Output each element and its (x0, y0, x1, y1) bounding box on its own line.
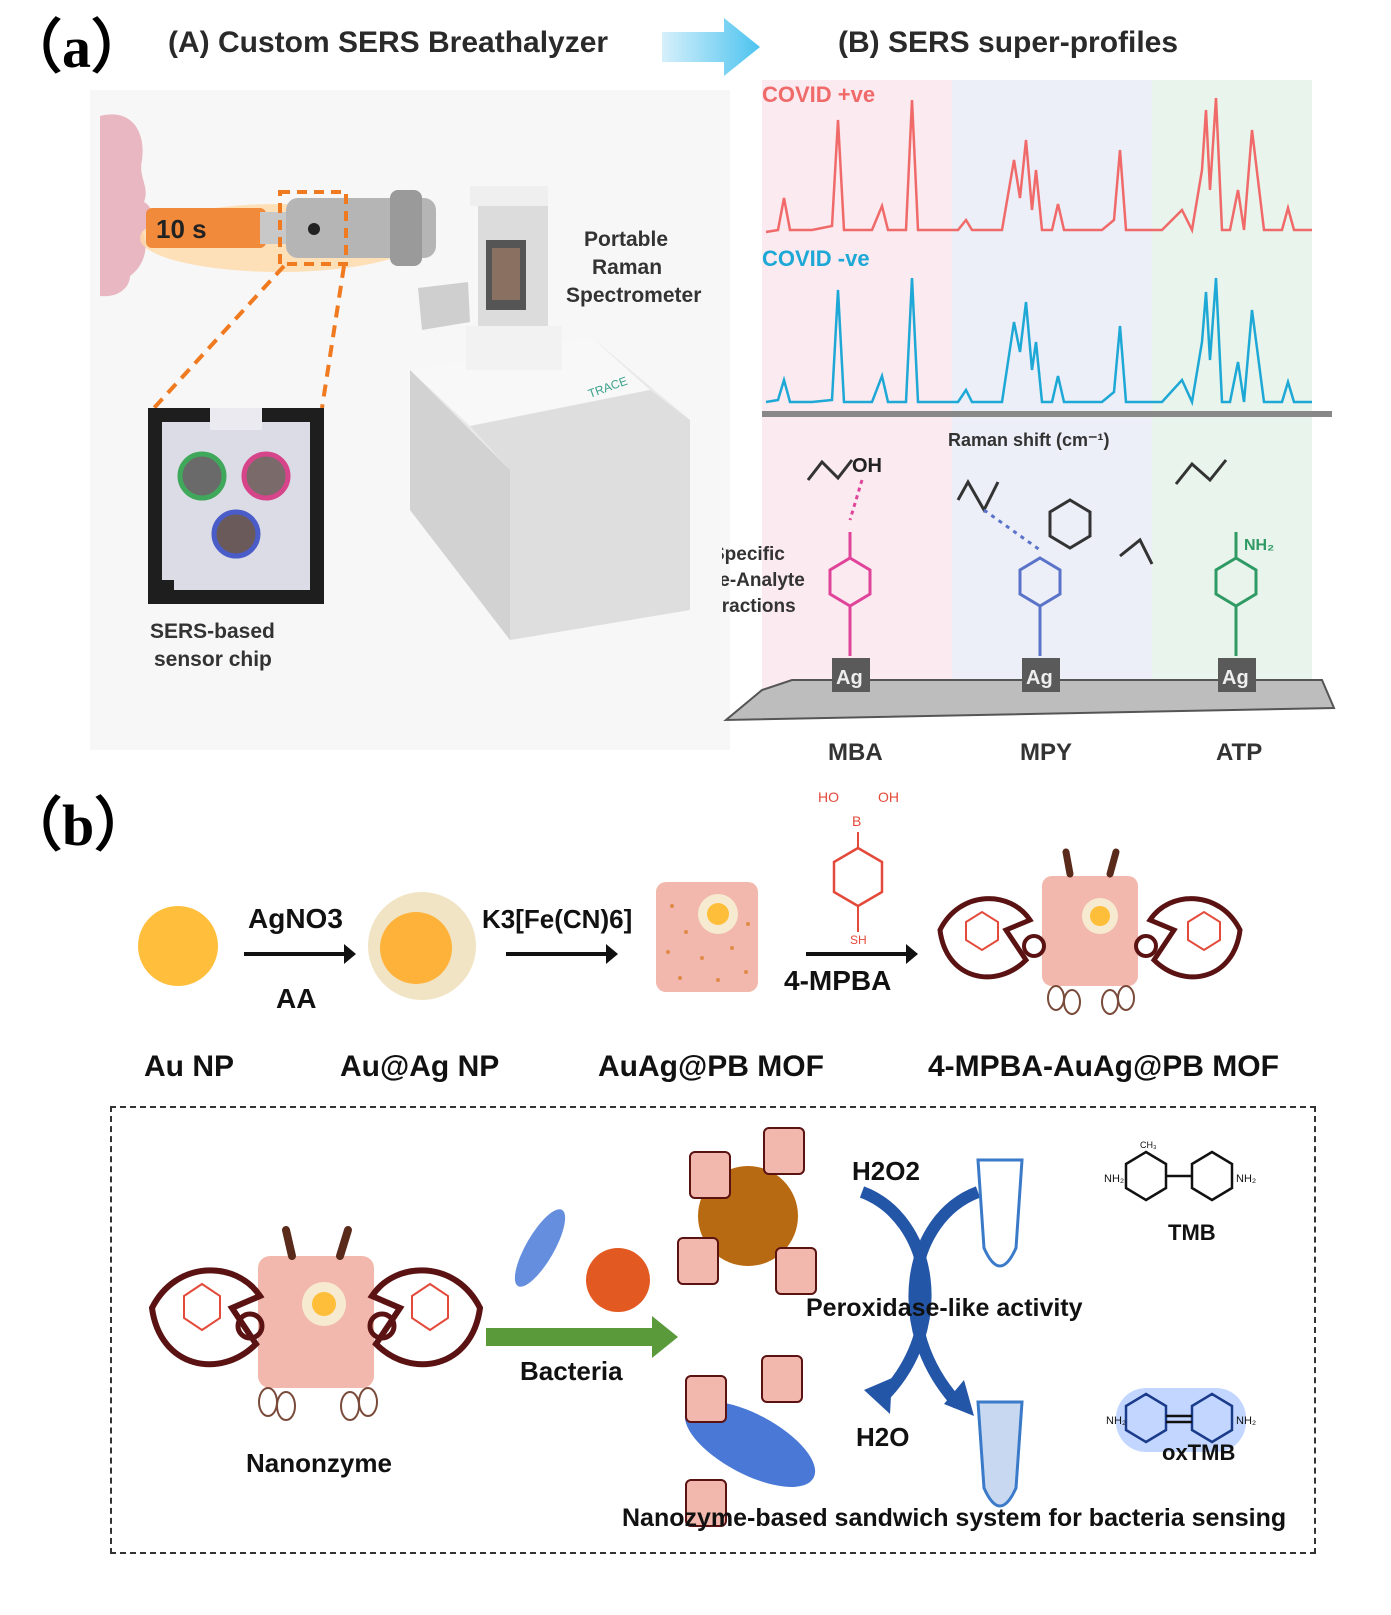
h2o-label: H2O (856, 1422, 909, 1452)
probe-mpy-label: MPY (1020, 739, 1072, 766)
stage-auag-pb-mof: AuAg@PB MOF (598, 1050, 824, 1083)
ag-label-mba: Ag (836, 667, 863, 689)
boronic-oh: OH (878, 789, 899, 805)
chip-label-1: SERS-based (150, 620, 275, 643)
step3-bottom-label: 4-MPBA (784, 965, 891, 996)
raman-axis-label: Raman shift (cm⁻¹) (948, 430, 1110, 450)
spectrometer-label-3: Spectrometer (566, 284, 701, 307)
breathalyzer-illustration: 10 s SERS-based sensor chip TRACE Portab… (90, 90, 730, 750)
peroxidase-label: Peroxidase-like activity (806, 1294, 1083, 1322)
tube-tmb (976, 1158, 1024, 1268)
tmb-nh2-right: NH₂ (1236, 1173, 1256, 1185)
chip-label-2: sensor chip (154, 648, 272, 671)
tmb-nh2-left: NH₂ (1104, 1173, 1124, 1185)
sensing-scheme: Nanonzyme Bacteria H2O2 H2O Peroxidase-l… (148, 1127, 1286, 1532)
tube-oxtmb (976, 1400, 1024, 1508)
spectrum-covid-positive (765, 97, 1312, 234)
sandwich-system-box (110, 1106, 1316, 1554)
au-np (138, 906, 218, 986)
spectrum-covid-negative (765, 277, 1312, 407)
breathalyzer-header: (A) Custom SERS Breathalyzer (168, 26, 609, 59)
covid-negative-label: COVID -ve (762, 246, 870, 271)
breath-time-label: 10 s (156, 214, 207, 244)
super-profiles-header: (B) SERS super-profiles (838, 26, 1179, 59)
interaction-label-2: Probe-Analyte (722, 570, 805, 591)
spectrometer-label-2: Raman (592, 256, 662, 279)
face-profile (100, 114, 152, 297)
stage-au-ag-np: Au@Ag NP (340, 1050, 499, 1083)
step2-top-label: K3[Fe(CN)6] (482, 904, 632, 934)
bacteria-label: Bacteria (520, 1356, 623, 1386)
thiol-sh: SH (850, 933, 867, 947)
system-caption: Nanozyme-based sandwich system for bacte… (622, 1504, 1286, 1532)
step1-bottom-label: AA (276, 983, 316, 1014)
ag-label-mpy: Ag (1026, 667, 1053, 689)
boronic-ho: HO (818, 789, 839, 805)
mpba-nanozyme-icon (937, 848, 1243, 1015)
h2o2-label: H2O2 (852, 1156, 920, 1186)
oxtmb-label: oxTMB (1162, 1440, 1235, 1465)
probe-mba-label: MBA (828, 739, 883, 766)
oh-label: OH (852, 455, 882, 477)
sers-profiles: COVID +ve COVID -ve Raman shift (cm⁻¹) O… (722, 80, 1336, 766)
nh2-label: NH₂ (1244, 537, 1274, 554)
panel-b-label: （b） (4, 793, 153, 858)
raman-spectrometer: TRACE (410, 186, 690, 640)
bacterium-icon (514, 1209, 566, 1287)
nanozyme-label: Nanonzyme (246, 1448, 392, 1478)
synthesis-scheme: AgNO3 AA K3[Fe(CN)6] HO OH B SH 4-MPBA A… (138, 789, 1279, 1083)
stage-mpba-auag-pb-mof: 4-MPBA-AuAg@PB MOF (928, 1050, 1279, 1083)
oxtmb-nh2-left: NH₂ (1106, 1415, 1126, 1427)
panel-a-label: （a） (4, 15, 150, 80)
probe-atp-label: ATP (1216, 739, 1262, 766)
sensor-chip (148, 408, 324, 604)
step1-top-label: AgNO3 (248, 903, 343, 934)
tmb-ch3: CH₃ (1140, 1140, 1157, 1150)
spectrometer-label-1: Portable (584, 228, 668, 251)
tmb-label: TMB (1168, 1220, 1216, 1245)
stage-au-np: Au NP (144, 1050, 234, 1083)
nanozyme-icon (148, 1226, 484, 1421)
header-arrow (662, 18, 760, 76)
bacterium-sphere-icon (586, 1248, 650, 1312)
ag-label-atp: Ag (1222, 667, 1249, 689)
interaction-label-3: Interactions (722, 596, 796, 617)
oxtmb-nh2-right: NH₂ (1236, 1415, 1256, 1427)
covid-positive-label: COVID +ve (762, 82, 875, 107)
interaction-label-1: Specific (722, 544, 785, 565)
boronic-b: B (852, 813, 861, 829)
